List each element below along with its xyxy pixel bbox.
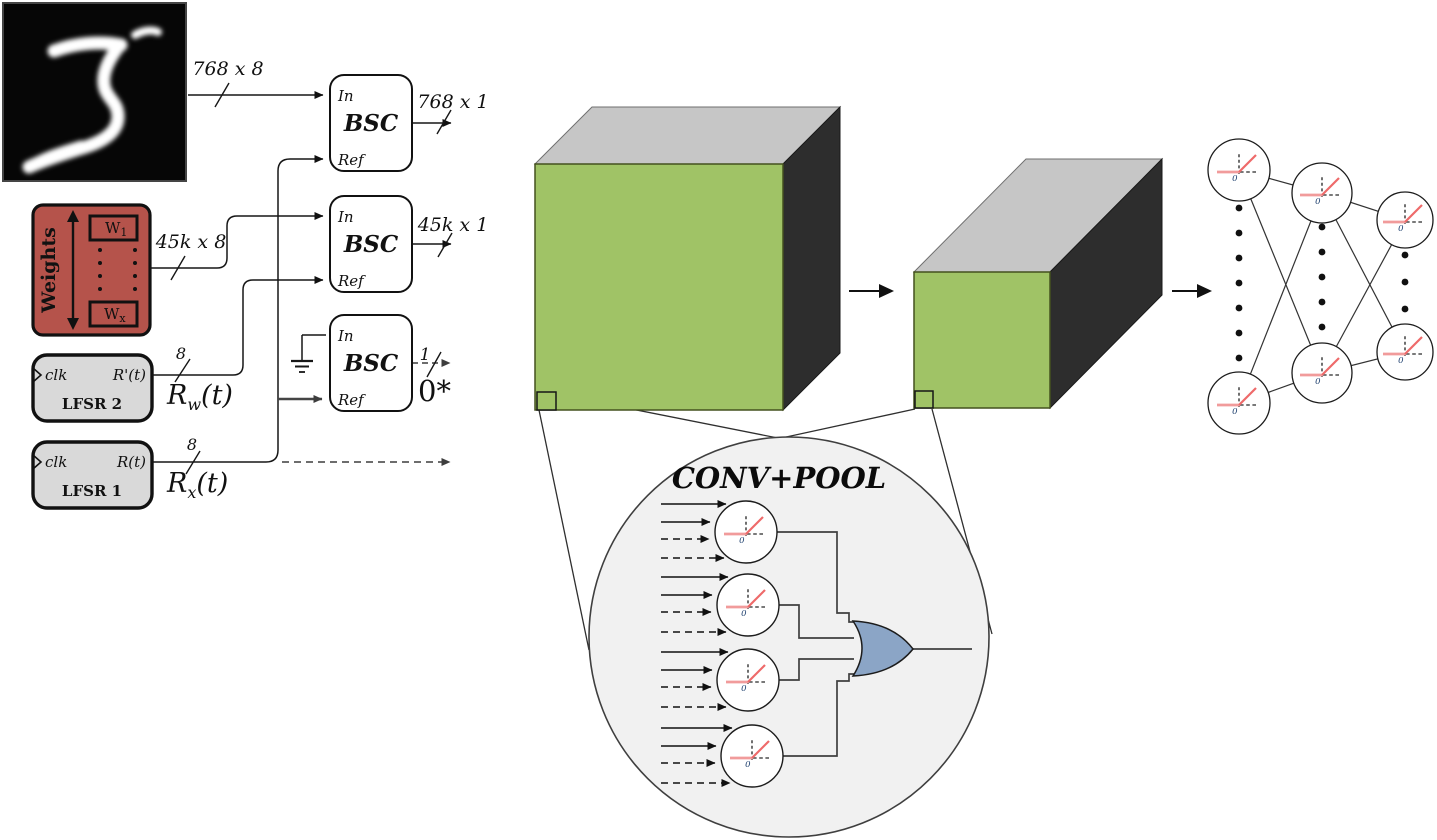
or-gate-icon [851, 620, 914, 677]
weights-title: Weights [38, 227, 60, 314]
fc-neuron [1291, 342, 1353, 404]
bus-slash [426, 351, 442, 378]
lens-circle [588, 436, 990, 838]
conv-neuron [716, 648, 780, 712]
fc-neurons [1207, 138, 1434, 435]
bsc2-block: In BSC Ref [329, 195, 413, 293]
lfsr2-box [31, 353, 154, 423]
image-bus-label: 768 x 8 [192, 58, 263, 80]
lens-line [538, 409, 590, 651]
bus-slash [214, 82, 230, 108]
mnist-digit-image [2, 2, 187, 182]
bsc2-box [329, 195, 413, 293]
flow-arrow-1 [849, 284, 894, 298]
wiring [150, 82, 453, 475]
bsc3-value-label: 0* [418, 374, 451, 408]
rx-signal-label: Rx(t) [166, 468, 228, 502]
bsc3-box [329, 314, 413, 412]
receptive-field-square [536, 391, 557, 411]
pool-wire-n3 [779, 658, 854, 681]
cube-front-face [913, 271, 1051, 409]
bsc3-block: In BSC Ref [329, 314, 413, 412]
conv-pool-lens: CONV+POOL [588, 436, 990, 838]
conv-input-arrows [661, 500, 733, 787]
pool-wire-n1 [777, 531, 854, 623]
cube-front-face [534, 163, 784, 411]
bsc1-in-port: In [337, 87, 354, 105]
digit-5-strokes [22, 26, 162, 174]
conv-neurons [714, 500, 784, 788]
flow-arrow-2 [1172, 284, 1212, 298]
bsc1-ref-port: Ref [337, 151, 366, 169]
fc-ellipsis-dots [1235, 204, 1409, 362]
lfsr2-block: clk R'(t) LFSR 2 [31, 353, 154, 423]
bus-slash [174, 358, 191, 383]
conv-volume-small [912, 157, 1164, 410]
weights-bus-label: 45k x 8 [155, 231, 227, 253]
bsc2-in-port: In [337, 208, 354, 226]
pool-wire-n4 [783, 673, 854, 757]
lfsr2-clk-label: clk [45, 366, 67, 384]
rw-signal-label: Rw(t) [166, 380, 233, 414]
arrow-down-icon [67, 318, 79, 330]
conv-neuron [720, 724, 784, 788]
bsc3-ref-port: Ref [337, 391, 366, 409]
fc-neuron [1376, 191, 1434, 249]
lfsr1-bus-width: 8 [187, 435, 197, 454]
conv-neuron [716, 573, 780, 637]
fc-neuron [1207, 138, 1271, 202]
bsc1-box [329, 74, 413, 172]
lfsr1-clk-label: clk [45, 453, 67, 471]
arrow-right-icon [879, 284, 894, 298]
fc-neuron [1291, 162, 1353, 224]
conv-volume-large [533, 105, 842, 412]
bsc3-title: BSC [343, 350, 399, 377]
lfsr1-to-bsc1-ref-wire [152, 155, 324, 463]
w1-box [88, 214, 139, 242]
lfsr1-block: clk R(t) LFSR 1 [31, 440, 154, 510]
conv-neuron [714, 500, 778, 564]
fc-neuron [1207, 371, 1271, 435]
bsc2-out-label: 45k x 1 [417, 214, 489, 236]
lfsr1-name: LFSR 1 [62, 482, 122, 500]
lfsr2-name: LFSR 2 [62, 395, 122, 413]
weights-block: Weights W1 Wx [31, 203, 152, 337]
lfsr1-box [31, 440, 154, 510]
wx-box [88, 300, 139, 328]
fully-connected-network [1207, 138, 1434, 435]
bsc3-in-port: In [337, 327, 354, 345]
lfsr2-port-label: R'(t) [112, 366, 146, 384]
bsc1-title: BSC [343, 110, 399, 137]
fc-neuron [1376, 323, 1434, 381]
clock-chevron-icon [32, 454, 43, 470]
arrow-up-icon [67, 210, 79, 222]
lfsr2-to-bsc2-ref-wire [152, 276, 324, 376]
weights-ellipsis-dots [98, 248, 137, 291]
conv-pool-title: CONV+POOL [672, 461, 886, 495]
bsc1-out-label: 768 x 1 [417, 91, 488, 113]
pool-wire-n2 [779, 604, 854, 639]
wx-label: Wx [104, 305, 126, 325]
lfsr2-bus-width: 8 [176, 344, 186, 363]
bus-slash [185, 450, 201, 475]
weights-to-bsc2-wire [150, 212, 324, 269]
bsc2-title: BSC [343, 231, 399, 258]
clock-chevron-icon [32, 367, 43, 383]
bsc1-block: In BSC Ref [329, 74, 413, 172]
arrow-right-icon [1197, 284, 1212, 298]
bus-slash [170, 255, 186, 281]
bsc3-width-label: 1 [420, 345, 431, 365]
pool-wires [777, 531, 972, 757]
lfsr1-port-label: R(t) [116, 453, 146, 471]
bsc2-ref-port: Ref [337, 272, 366, 290]
w1-label: W1 [105, 219, 127, 239]
receptive-field-square [914, 390, 934, 409]
bus-slash [436, 109, 452, 135]
bus-slash [437, 232, 453, 258]
